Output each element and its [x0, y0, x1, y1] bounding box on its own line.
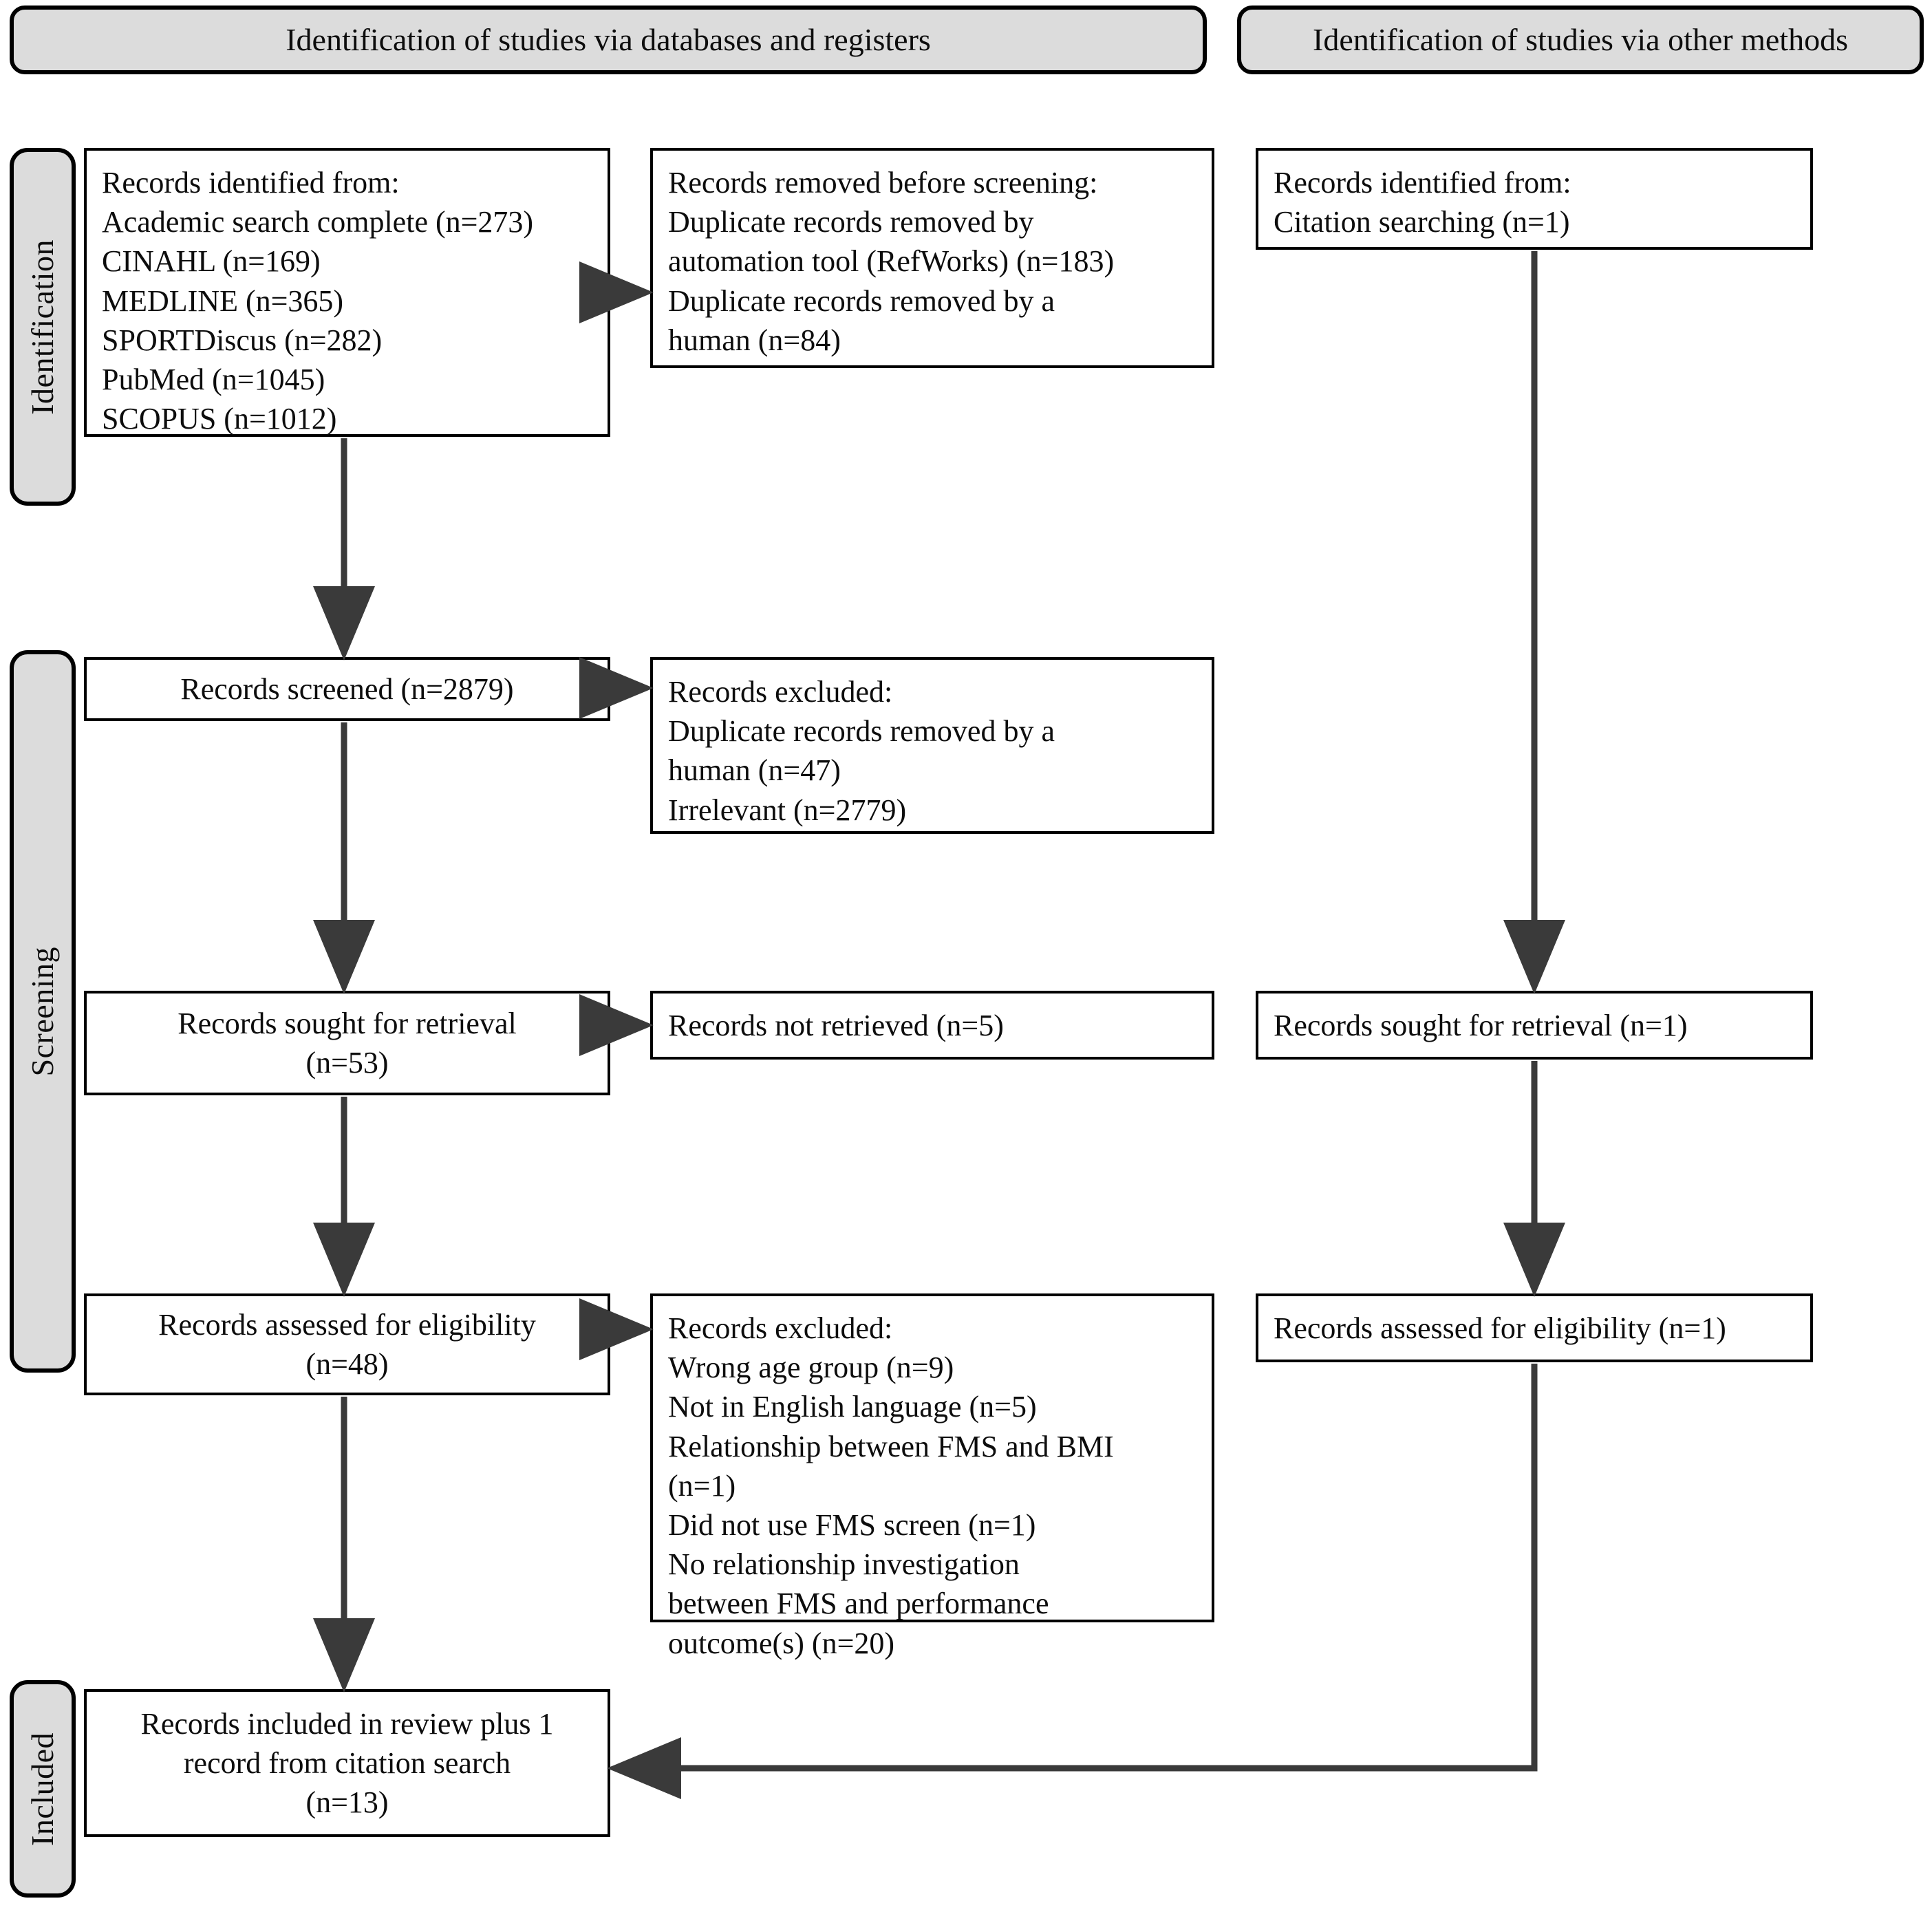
stage-bar-screening: Screening	[10, 650, 76, 1373]
header-databases-label: Identification of studies via databases …	[286, 21, 931, 57]
box-records-screened: Records screened (n=2879)	[84, 657, 610, 721]
identified-other-line-2: Citation searching (n=1)	[1274, 205, 1570, 239]
records-removed-line-5: human (n=84)	[668, 323, 841, 357]
box-assessed-eligibility-databases: Records assessed for eligibility (n=48)	[84, 1293, 610, 1395]
excluded-screening-line-2: Duplicate records removed by a	[668, 714, 1055, 749]
excluded-elig-line-6: Did not use FMS screen (n=1)	[668, 1507, 1036, 1542]
excluded-elig-line-1: Records excluded:	[668, 1311, 893, 1345]
box-records-identified-databases: Records identified from: Academic search…	[84, 148, 610, 437]
box-records-not-retrieved: Records not retrieved (n=5)	[650, 991, 1214, 1060]
stage-label-included: Included	[25, 1732, 60, 1846]
records-removed-line-4: Duplicate records removed by a	[668, 283, 1055, 318]
box-records-excluded-screening: Records excluded: Duplicate records remo…	[650, 657, 1214, 834]
header-databases-and-registers: Identification of studies via databases …	[10, 6, 1207, 74]
records-identified-line-2: Academic search complete (n=273)	[102, 205, 534, 239]
records-screened-line-1: Records screened (n=2879)	[180, 672, 514, 706]
assessed-other-line-1: Records assessed for eligibility (n=1)	[1274, 1311, 1726, 1345]
stage-label-identification: Identification	[25, 239, 60, 415]
not-retrieved-line-1: Records not retrieved (n=5)	[668, 1009, 1004, 1042]
included-line-1: Records included in review plus 1	[140, 1706, 554, 1741]
records-removed-line-1: Records removed before screening:	[668, 166, 1098, 200]
assessed-db-line-2: (n=48)	[305, 1347, 389, 1381]
box-sought-retrieval-other: Records sought for retrieval (n=1)	[1256, 991, 1813, 1060]
records-identified-line-1: Records identified from:	[102, 166, 400, 200]
header-other-label: Identification of studies via other meth…	[1313, 21, 1848, 57]
records-identified-line-7: SCOPUS (n=1012)	[102, 402, 337, 436]
excluded-screening-line-3: human (n=47)	[668, 753, 841, 788]
excluded-elig-line-4: Relationship between FMS and BMI	[668, 1429, 1114, 1463]
box-sought-retrieval-databases: Records sought for retrieval (n=53)	[84, 991, 610, 1095]
stage-bar-included: Included	[10, 1680, 76, 1898]
excluded-screening-line-1: Records excluded:	[668, 675, 893, 709]
excluded-elig-line-5: (n=1)	[668, 1468, 736, 1503]
records-identified-line-3: CINAHL (n=169)	[102, 244, 321, 279]
records-identified-line-5: SPORTDiscus (n=282)	[102, 323, 383, 357]
excluded-elig-line-9: outcome(s) (n=20)	[668, 1626, 895, 1660]
sought-other-line-1: Records sought for retrieval (n=1)	[1274, 1009, 1688, 1042]
assessed-db-line-1: Records assessed for eligibility	[158, 1307, 536, 1342]
stage-label-screening: Screening	[25, 946, 60, 1077]
records-removed-line-3: automation tool (RefWorks) (n=183)	[668, 244, 1115, 279]
excluded-elig-line-2: Wrong age group (n=9)	[668, 1351, 954, 1385]
box-records-included: Records included in review plus 1 record…	[84, 1689, 610, 1837]
stage-bar-identification: Identification	[10, 148, 76, 506]
box-records-removed-before-screening: Records removed before screening: Duplic…	[650, 148, 1214, 368]
records-identified-line-6: PubMed (n=1045)	[102, 362, 325, 396]
excluded-elig-line-7: No relationship investigation	[668, 1547, 1020, 1582]
excluded-elig-line-8: between FMS and performance	[668, 1587, 1049, 1621]
included-line-2: record from citation search	[183, 1745, 511, 1780]
records-removed-line-2: Duplicate records removed by	[668, 205, 1034, 239]
excluded-elig-line-3: Not in English language (n=5)	[668, 1390, 1037, 1424]
identified-other-line-1: Records identified from:	[1274, 166, 1571, 200]
sought-db-line-2: (n=53)	[305, 1046, 389, 1079]
box-records-excluded-eligibility: Records excluded: Wrong age group (n=9) …	[650, 1293, 1214, 1660]
box-assessed-eligibility-other: Records assessed for eligibility (n=1)	[1256, 1293, 1813, 1362]
included-line-3: (n=13)	[305, 1785, 389, 1820]
box-records-identified-other: Records identified from: Citation search…	[1256, 148, 1813, 250]
records-identified-line-4: MEDLINE (n=365)	[102, 283, 344, 318]
sought-db-line-1: Records sought for retrieval	[178, 1006, 517, 1040]
excluded-screening-line-4: Irrelevant (n=2779)	[668, 793, 907, 827]
header-other-methods: Identification of studies via other meth…	[1237, 6, 1924, 74]
